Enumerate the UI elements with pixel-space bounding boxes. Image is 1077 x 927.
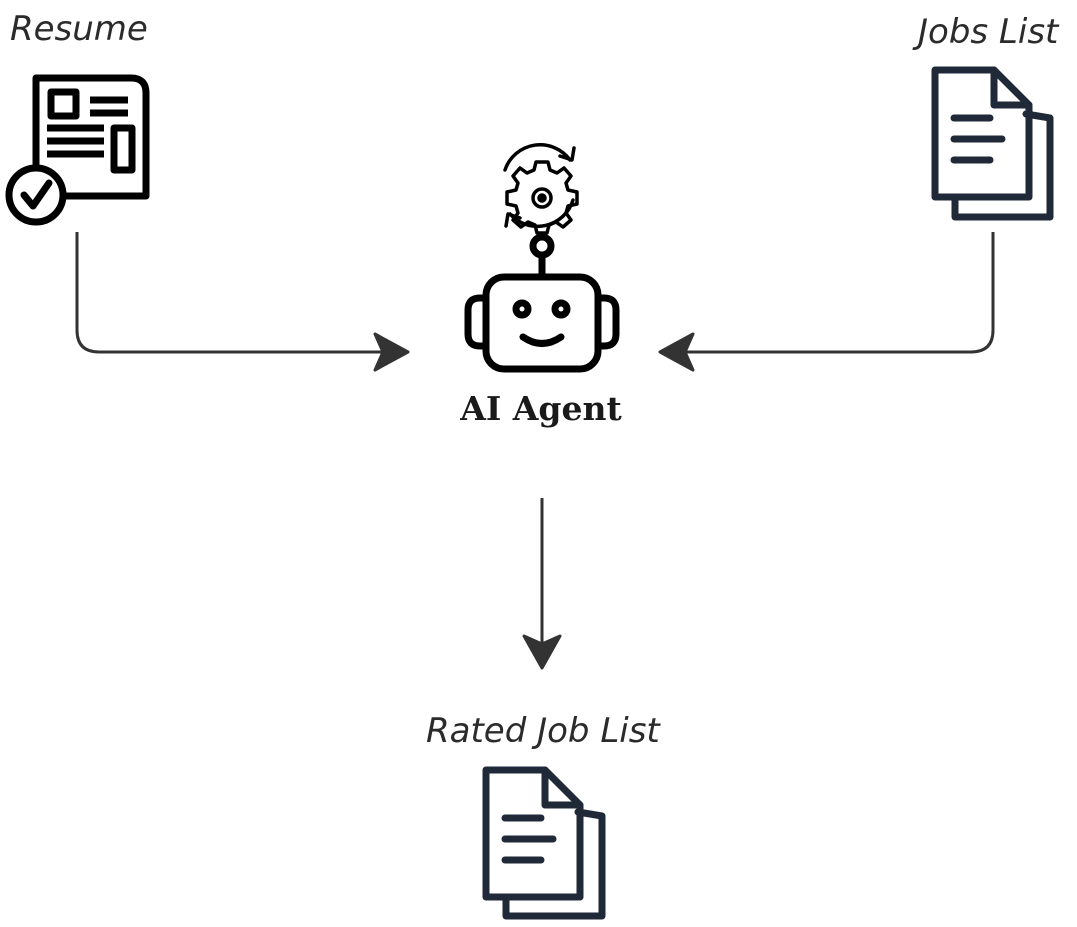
ai-agent-label: AI Agent xyxy=(460,389,622,428)
resume-check-icon xyxy=(5,74,150,226)
edge-resume-to-agent xyxy=(75,232,410,372)
edge-agent-to-rated-job-list xyxy=(522,498,562,670)
rated-job-list-documents-icon xyxy=(482,766,606,920)
resume-label: Resume xyxy=(10,9,148,49)
robot-icon xyxy=(464,233,620,373)
edge-jobs-list-to-agent xyxy=(658,232,995,372)
jobs-list-label: Jobs List xyxy=(918,12,1059,52)
jobs-list-documents-icon xyxy=(931,66,1054,221)
gear-refresh-icon xyxy=(503,143,579,235)
rated-job-list-label: Rated Job List xyxy=(426,711,660,751)
